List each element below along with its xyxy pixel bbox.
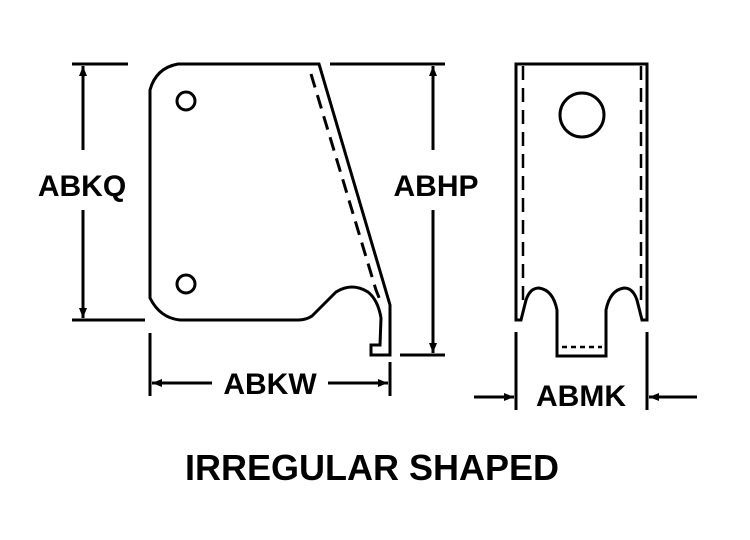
side-view-hidden-line: [309, 73, 384, 306]
side-view-outline: [148, 62, 392, 357]
dimension-abhp-lines: [330, 62, 445, 357]
mount-hole-bottom: [175, 273, 197, 295]
front-view-flange-edges: [520, 297, 643, 321]
dimension-label-abmk: ABMK: [536, 380, 626, 413]
dimension-label-abhp: ABHP: [393, 170, 478, 203]
front-view-outline: [514, 62, 649, 358]
dimension-label-abkw: ABKW: [223, 368, 317, 401]
mount-hole-top: [175, 90, 197, 112]
dimension-label-abkq: ABKQ: [38, 170, 126, 203]
front-hole: [558, 91, 606, 139]
dimension-abkw-lines: [148, 333, 392, 396]
diagram-caption: IRREGULAR SHAPED: [185, 447, 559, 488]
dimension-abmk-lines: [474, 332, 697, 410]
dimension-abkq-lines: [72, 62, 145, 322]
